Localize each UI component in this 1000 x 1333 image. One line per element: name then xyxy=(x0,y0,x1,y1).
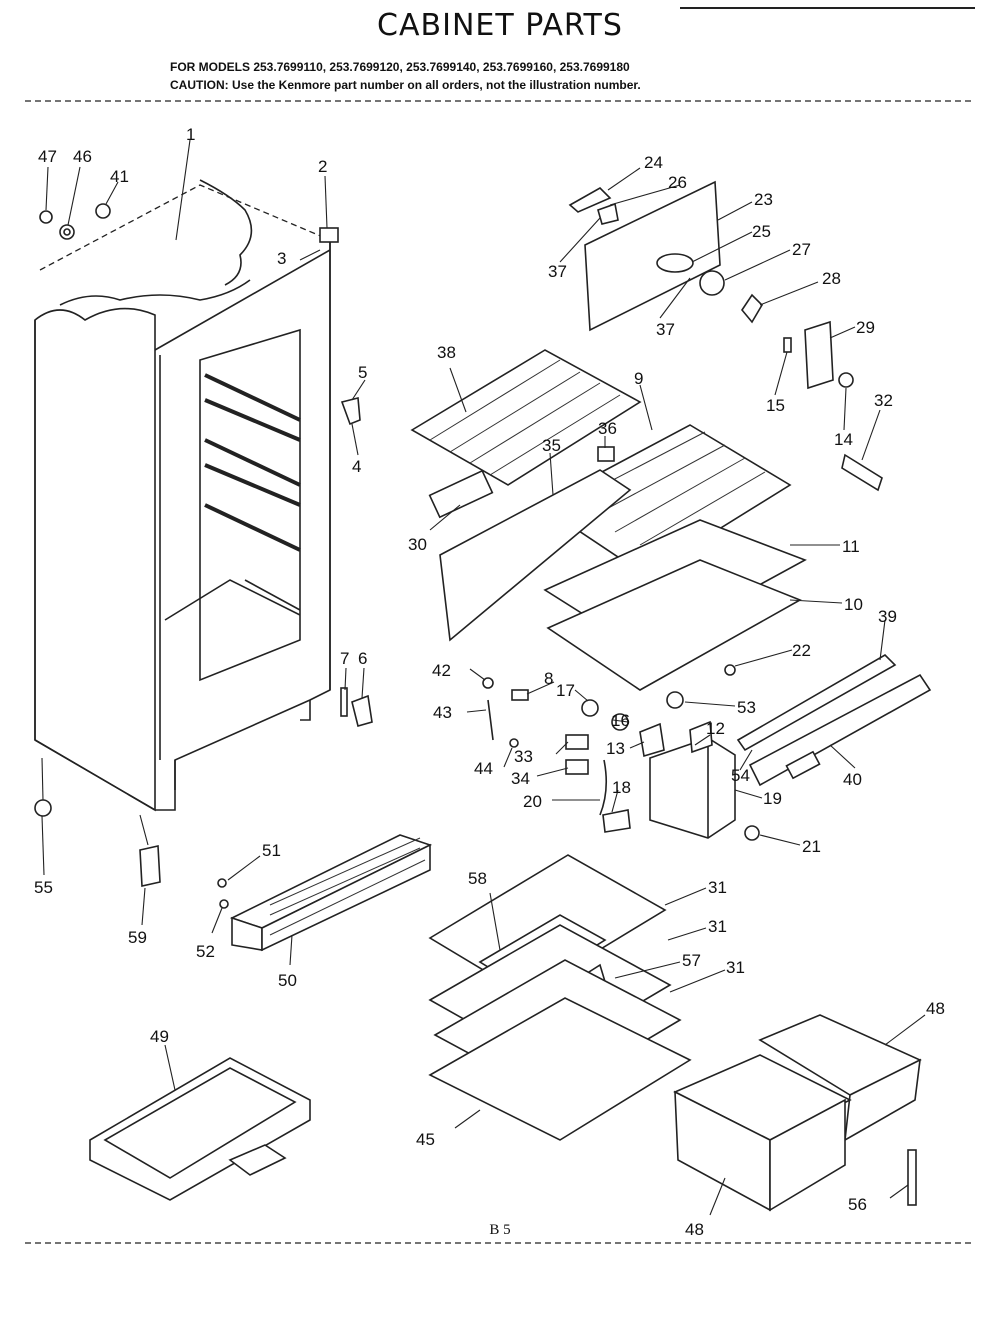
callout-22: 22 xyxy=(792,641,811,660)
page-title: CABINET PARTS xyxy=(377,8,623,43)
callout-32: 32 xyxy=(874,391,893,410)
callout-46: 46 xyxy=(73,147,92,166)
callout-21: 21 xyxy=(802,837,821,856)
callout-57: 57 xyxy=(682,951,701,970)
callout-49: 49 xyxy=(150,1027,169,1046)
callout-48-right: 48 xyxy=(926,999,945,1018)
callout-34: 34 xyxy=(511,769,530,788)
callout-17: 17 xyxy=(556,681,575,700)
drip-pan xyxy=(89,1044,311,1201)
callout-23: 23 xyxy=(754,190,773,209)
callout-41: 41 xyxy=(110,167,129,186)
callout-35: 35 xyxy=(542,436,561,455)
hinge-parts-top xyxy=(34,203,373,887)
control-housing xyxy=(466,649,801,846)
toe-grille xyxy=(211,834,433,966)
callout-31-top: 31 xyxy=(708,878,727,897)
callout-20: 20 xyxy=(523,792,542,811)
callout-47: 47 xyxy=(38,147,57,166)
evaporator-cover xyxy=(559,167,819,332)
callout-28: 28 xyxy=(822,269,841,288)
callout-37-bottom: 37 xyxy=(656,320,675,339)
callout-14: 14 xyxy=(834,430,853,449)
callout-2: 2 xyxy=(318,157,327,176)
callout-53: 53 xyxy=(737,698,756,717)
callout-15: 15 xyxy=(766,396,785,415)
callout-10: 10 xyxy=(844,595,863,614)
callout-42: 42 xyxy=(432,661,451,680)
callout-11: 11 xyxy=(842,537,860,556)
freezer-shelves xyxy=(410,349,843,691)
crisper-drawers xyxy=(673,1014,926,1216)
callout-labels: 47 46 41 1 2 3 5 4 7 6 55 59 51 52 50 49… xyxy=(34,125,945,1239)
callout-40: 40 xyxy=(843,770,862,789)
callout-56: 56 xyxy=(848,1195,867,1214)
callout-3: 3 xyxy=(277,249,286,268)
callout-6: 6 xyxy=(358,649,367,668)
callout-44: 44 xyxy=(474,759,493,778)
callout-51: 51 xyxy=(262,841,281,860)
callout-29: 29 xyxy=(856,318,875,337)
glass-shelves xyxy=(428,854,726,1141)
callout-19: 19 xyxy=(763,789,782,808)
callout-54: 54 xyxy=(731,766,750,785)
page-reference: B 5 xyxy=(489,1222,511,1238)
callout-5: 5 xyxy=(358,363,367,382)
callout-38: 38 xyxy=(437,343,456,362)
caution-line: CAUTION: Use the Kenmore part number on … xyxy=(170,78,641,92)
models-line: FOR MODELS 253.7699110, 253.7699120, 253… xyxy=(170,60,630,74)
callout-48-front: 48 xyxy=(685,1220,704,1239)
callout-1: 1 xyxy=(186,125,195,144)
callout-36: 36 xyxy=(598,419,617,438)
callout-8: 8 xyxy=(544,669,553,688)
callout-58: 58 xyxy=(468,869,487,888)
callout-37-top: 37 xyxy=(548,262,567,281)
callout-12: 12 xyxy=(706,719,725,738)
control-parts-right xyxy=(774,320,883,492)
callout-25: 25 xyxy=(752,222,771,241)
callout-31-middle: 31 xyxy=(708,917,727,936)
callout-16: 16 xyxy=(611,711,630,730)
callout-26: 26 xyxy=(668,173,687,192)
callout-18: 18 xyxy=(612,778,631,797)
callout-24: 24 xyxy=(644,153,663,172)
drawer-rails xyxy=(736,619,932,787)
callout-4: 4 xyxy=(352,457,361,476)
callout-9: 9 xyxy=(634,369,643,388)
callout-31-bottom: 31 xyxy=(726,958,745,977)
callout-13: 13 xyxy=(606,739,625,758)
callout-55: 55 xyxy=(34,878,53,897)
callout-52: 52 xyxy=(196,942,215,961)
callout-30: 30 xyxy=(408,535,427,554)
callout-43: 43 xyxy=(433,703,452,722)
callout-45: 45 xyxy=(416,1130,435,1149)
callout-33: 33 xyxy=(514,747,533,766)
callout-50: 50 xyxy=(278,971,297,990)
callout-27: 27 xyxy=(792,240,811,259)
callout-39: 39 xyxy=(878,607,897,626)
callout-59: 59 xyxy=(128,928,147,947)
callout-7: 7 xyxy=(340,649,349,668)
cabinet-leaders xyxy=(41,139,366,926)
cabinet-shell xyxy=(34,179,331,812)
